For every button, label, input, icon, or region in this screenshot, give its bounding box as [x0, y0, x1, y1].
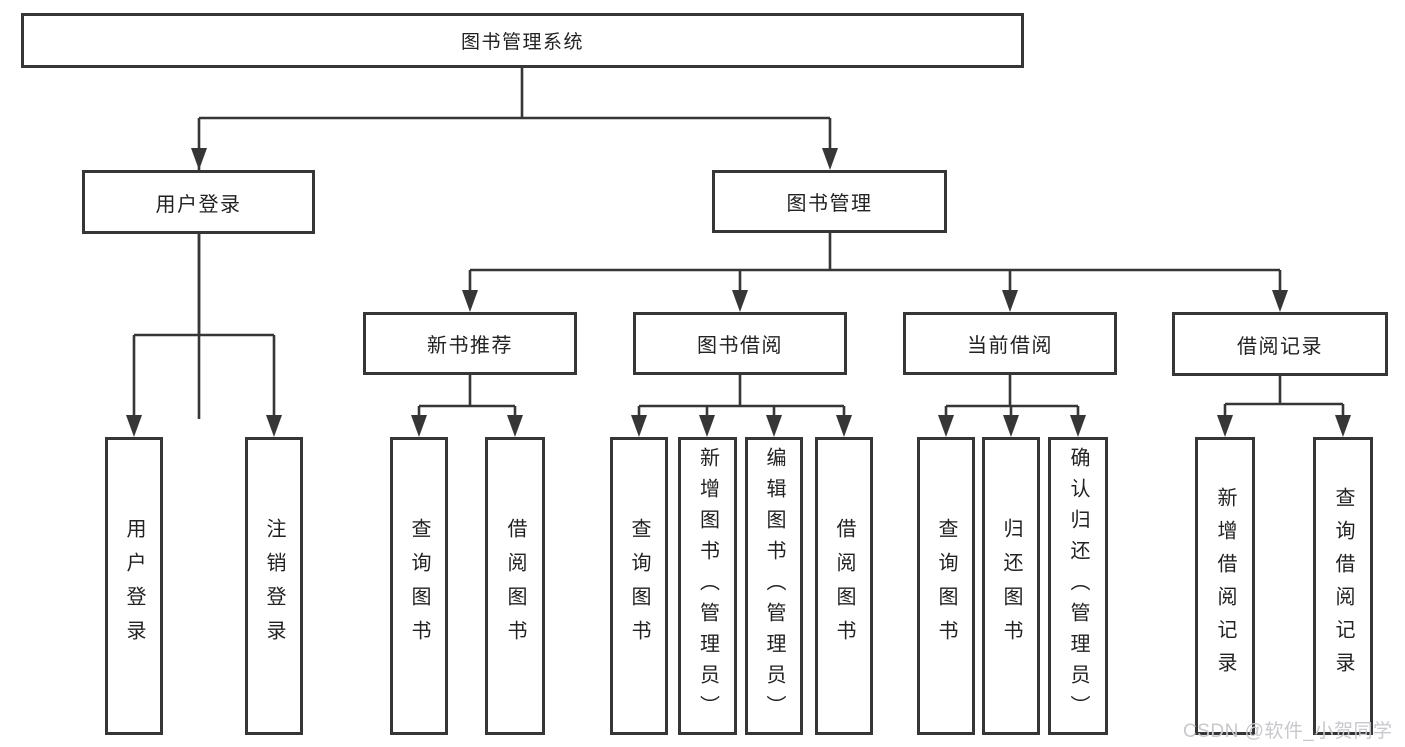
leaf-newbook-query-books: 查询图书: [390, 437, 448, 735]
arrow-down-icon: [836, 415, 852, 437]
arrow-down-icon: [631, 415, 647, 437]
node-root: 图书管理系统: [21, 13, 1024, 68]
node-book-borrow-label: 图书借阅: [697, 335, 783, 357]
arrow-down-icon: [411, 415, 427, 437]
node-borrow-record-label: 借阅记录: [1237, 335, 1323, 358]
leaf-borrow-add-books-admin-label: 新增图书（管理员）: [696, 446, 719, 726]
leaf-current-query-books: 查询图书: [917, 437, 975, 735]
leaf-logout-label: 注销登录: [263, 518, 285, 654]
leaf-record-add-borrow-record: 新增借阅记录: [1195, 437, 1255, 735]
arrow-down-icon: [462, 290, 478, 312]
connector-bookmgmt-to-level3: [468, 233, 1282, 294]
leaf-borrow-edit-books-admin: 编辑图书（管理员）: [745, 437, 803, 735]
connector-borrow-to-leaves: [637, 375, 846, 419]
arrow-down-icon: [1272, 290, 1288, 312]
leaf-borrow-borrow-books-label: 借阅图书: [833, 518, 855, 654]
leaf-record-add-borrow-record-label: 新增借阅记录: [1214, 487, 1236, 685]
node-user-login: 用户登录: [82, 170, 315, 234]
leaf-logout: 注销登录: [245, 437, 303, 735]
arrow-down-icon: [1070, 415, 1086, 437]
node-book-management-label: 图书管理: [786, 193, 873, 215]
leaf-newbook-borrow-books-label: 借阅图书: [504, 518, 526, 654]
arrow-down-icon: [938, 415, 954, 437]
arrow-down-icon: [507, 415, 523, 437]
node-user-login-label: 用户登录: [155, 193, 242, 216]
leaf-borrow-add-books-admin: 新增图书（管理员）: [678, 437, 737, 735]
node-borrow-record: 借阅记录: [1172, 312, 1388, 376]
leaf-current-return-books: 归还图书: [982, 437, 1040, 735]
node-current-borrow: 当前借阅: [903, 312, 1117, 375]
connector-record-to-leaves: [1223, 375, 1345, 419]
leaf-record-query-borrow-record-label: 查询借阅记录: [1332, 487, 1354, 685]
node-book-management: 图书管理: [712, 170, 947, 233]
leaf-current-confirm-return-admin-label: 确认归还（管理员）: [1067, 446, 1089, 726]
arrow-down-icon: [699, 415, 715, 437]
leaf-borrow-query-books: 查询图书: [610, 437, 668, 735]
node-new-book-recommend-label: 新书推荐: [427, 335, 513, 357]
leaf-user-login-label: 用户登录: [123, 518, 145, 654]
arrow-down-icon: [822, 148, 838, 170]
arrow-down-icon: [766, 415, 782, 437]
watermark: CSDN @软件_小贺同学: [1183, 721, 1393, 742]
leaf-borrow-edit-books-admin-label: 编辑图书（管理员）: [763, 446, 785, 726]
connector-newbook-to-leaves: [417, 375, 517, 419]
arrow-down-icon: [1003, 415, 1019, 437]
arrow-down-icon: [1002, 290, 1018, 312]
leaf-borrow-query-books-label: 查询图书: [628, 518, 650, 654]
connector-userlogin-to-leaves: [132, 234, 276, 419]
arrow-down-icon: [1217, 415, 1233, 437]
leaf-user-login: 用户登录: [105, 437, 163, 735]
connector-current-to-leaves: [944, 375, 1080, 419]
node-book-borrow: 图书借阅: [633, 312, 847, 375]
leaf-current-return-books-label: 归还图书: [1000, 518, 1022, 654]
node-root-label: 图书管理系统: [460, 32, 584, 53]
leaf-newbook-query-books-label: 查询图书: [408, 518, 430, 654]
arrow-down-icon: [732, 290, 748, 312]
leaf-newbook-borrow-books: 借阅图书: [485, 437, 545, 735]
node-new-book-recommend: 新书推荐: [363, 312, 577, 375]
arrow-down-icon: [126, 415, 142, 437]
leaf-borrow-borrow-books: 借阅图书: [815, 437, 873, 735]
arrow-down-icon: [266, 415, 282, 437]
leaf-current-confirm-return-admin: 确认归还（管理员）: [1048, 437, 1108, 735]
leaf-record-query-borrow-record: 查询借阅记录: [1313, 437, 1373, 735]
arrow-down-icon: [191, 148, 207, 170]
arrow-down-icon: [1335, 415, 1351, 437]
node-current-borrow-label: 当前借阅: [967, 335, 1053, 357]
leaf-current-query-books-label: 查询图书: [935, 518, 957, 654]
